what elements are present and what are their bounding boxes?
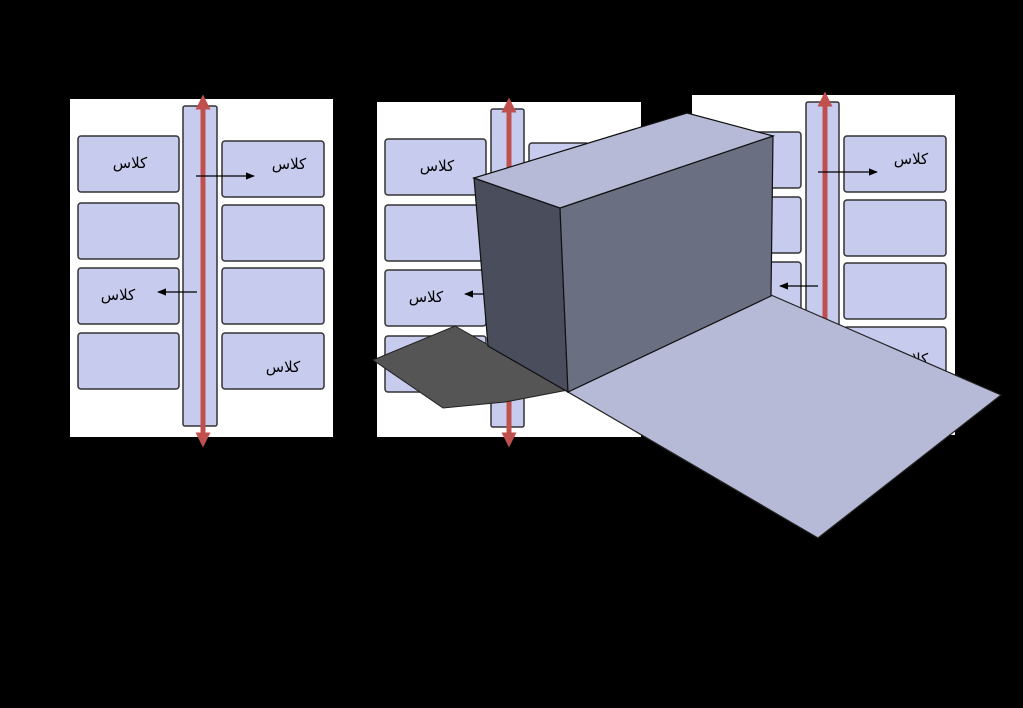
left-plan-panel: کلاس کلاس کلاس کلاس	[70, 94, 333, 448]
shadow-plane	[371, 325, 570, 409]
room-label: کلاس	[266, 358, 301, 376]
block-top-face	[472, 112, 776, 209]
room-label: کلاس	[420, 157, 455, 175]
room-label: کلاس	[272, 155, 307, 173]
room	[843, 262, 947, 320]
corridor	[182, 105, 218, 427]
room	[843, 199, 947, 257]
room	[77, 135, 180, 193]
room	[77, 332, 180, 390]
room	[77, 267, 180, 325]
3d-block-overlay	[371, 112, 1003, 539]
room	[843, 135, 947, 193]
room	[221, 140, 325, 198]
room	[221, 267, 325, 325]
room-label: کلاس	[409, 288, 444, 306]
room-label: کلاس	[101, 286, 136, 304]
room	[384, 204, 487, 262]
room	[221, 332, 325, 390]
room	[221, 204, 325, 262]
room-label: کلاس	[894, 150, 929, 168]
room	[77, 202, 180, 260]
room-label: کلاس	[113, 154, 148, 172]
room	[384, 138, 487, 196]
